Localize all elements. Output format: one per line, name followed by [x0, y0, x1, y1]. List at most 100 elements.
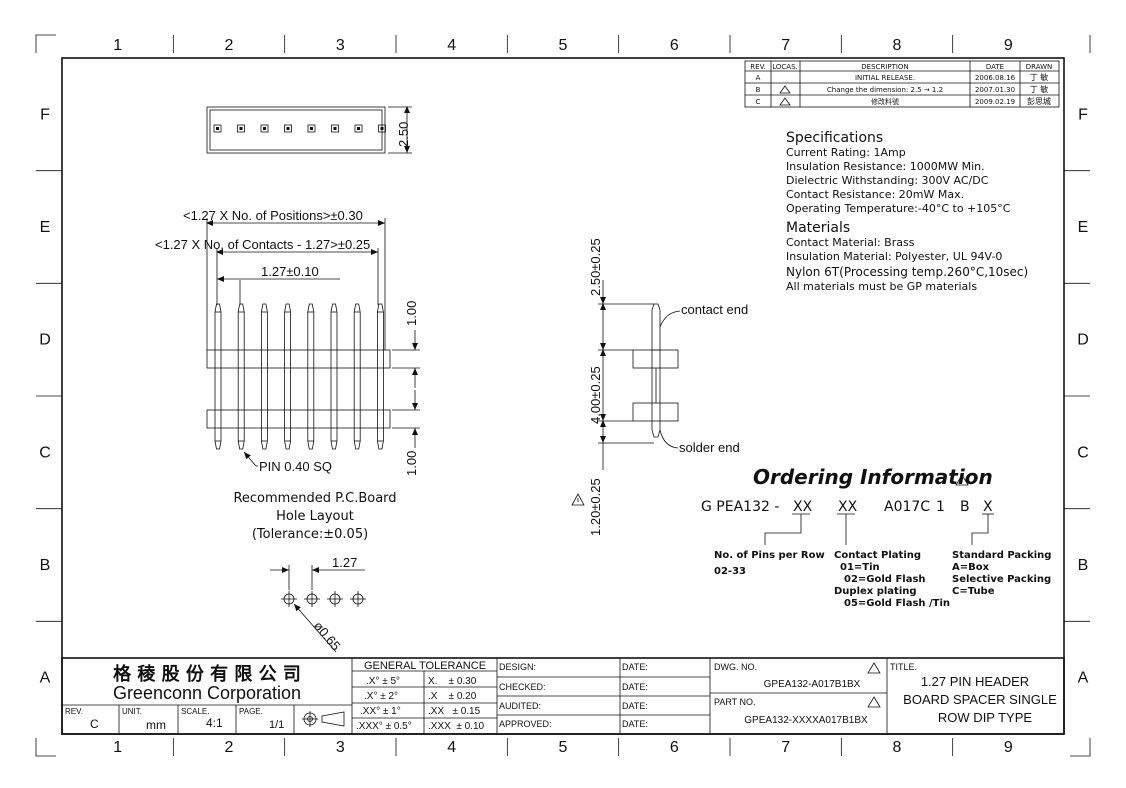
tol-angle-1: .X° ± 5° [366, 676, 400, 687]
column-label-bottom: 7 [781, 739, 790, 756]
pin-squares [213, 124, 386, 133]
order-code-pins: XX [793, 499, 813, 515]
order-packing-1: A=Box [952, 562, 990, 573]
rev-value: C [90, 717, 99, 731]
projection-symbol-icon [302, 711, 345, 727]
column-label-top: 1 [113, 37, 122, 54]
row-label-left: E [40, 219, 51, 236]
row-label-right: E [1078, 219, 1089, 236]
pin-square-core [310, 127, 313, 130]
dim-bottom-len: 1.00 [404, 451, 419, 476]
front-pin [353, 303, 361, 450]
front-pin [214, 303, 222, 450]
column-label-bottom: 4 [447, 739, 456, 756]
rev-row-c-drawn: 彭思城 [1027, 96, 1051, 106]
rev-header-locas: LOCAS. [772, 63, 798, 71]
pin-square-core [357, 127, 360, 130]
front-view: <1.27 X No. of Positions>±0.30 <1.27 X N… [155, 208, 420, 476]
materials-title: Materials [786, 220, 850, 236]
column-label-bottom: 1 [113, 739, 122, 756]
dwg-label: DWG. NO. [714, 662, 757, 672]
spec-line-4: Contact Resistance: 20mW Max. [786, 188, 964, 201]
column-label-bottom: 3 [336, 739, 345, 756]
tol-angle-2: .X° ± 2° [364, 691, 398, 702]
part-warning-icon [867, 696, 881, 708]
column-label-top: 9 [1004, 37, 1013, 54]
rev-row-c-date: 2009.02.19 [975, 98, 1015, 106]
order-code-plating: XX [838, 499, 858, 515]
column-label-bottom: 6 [670, 739, 679, 756]
date-2: DATE: [622, 682, 648, 692]
sheet-frame [35, 34, 1091, 757]
pin-square [213, 124, 222, 133]
row-label-right: F [1078, 106, 1088, 123]
title-label: TITLE. [890, 662, 917, 672]
row-label-left: C [39, 444, 51, 461]
rev-row-a-rev: A [756, 74, 761, 82]
ordering-warning-icon [955, 474, 969, 486]
column-label-bottom: 5 [559, 739, 568, 756]
hole-layout-line-2: Hole Layout [276, 509, 354, 524]
title-block: 格 稜 股 份 有 限 公 司 Greenconn Corporation RE… [61, 657, 1065, 735]
order-duplex-1: 05=Gold Flash /Tin [844, 598, 950, 609]
title-line-2: BOARD SPACER SINGLE [903, 692, 1057, 707]
holes [281, 591, 366, 607]
sign-approved: APPROVED: [499, 719, 552, 729]
column-label-top: 3 [336, 37, 345, 54]
pin-square-core [333, 127, 337, 130]
column-label-top: 6 [670, 37, 679, 54]
dim-hole-dia: ø0.65 [311, 618, 344, 653]
column-label-bottom: 9 [1004, 739, 1013, 756]
row-label-left: A [40, 670, 51, 687]
rev-row-a-date: 2006.08.16 [975, 74, 1016, 82]
order-code-row: 1 [936, 499, 945, 515]
column-label-top: 5 [559, 37, 568, 54]
pin-square [378, 124, 386, 133]
order-code-type: B [960, 499, 970, 515]
unit-label: UNIT. [122, 707, 142, 716]
tol-lin-3: .XX ± 0.15 [428, 706, 481, 717]
rev-label: REV. [65, 707, 83, 716]
order-code-series: A017C [884, 499, 930, 515]
front-pin [307, 303, 315, 450]
dwg-warning-icon [867, 662, 881, 674]
pin-square [284, 124, 292, 133]
company-cn: 格 稜 股 份 有 限 公 司 [113, 663, 301, 685]
side-warning-icon [571, 493, 585, 506]
rev-row-b-date: 2007.01.30 [975, 86, 1015, 94]
date-1: DATE: [622, 662, 648, 672]
rev-header-drawn: DRAWN [1026, 63, 1053, 71]
rev-c-warning-icon [779, 97, 791, 106]
rev-row-b-desc: Change the dimension: 2.5 → 1.2 [827, 86, 943, 94]
row-label-right: A [1078, 670, 1089, 687]
materials-line-1: Contact Material: Brass [786, 236, 915, 249]
dim-contacts: <1.27 X No. of Contacts - 1.27>±0.25 [155, 237, 370, 252]
unit-value: mm [146, 718, 166, 732]
front-pins [214, 303, 384, 450]
part-value: GPEA132-XXXXA017B1BX [744, 715, 868, 726]
rev-header-rev: REV. [750, 63, 765, 71]
materials-line-4: All materials must be GP materials [786, 280, 977, 293]
order-pins-range: 02-33 [714, 566, 746, 577]
order-duplex-title: Duplex plating [834, 586, 917, 597]
date-3: DATE: [622, 701, 648, 711]
pin-square [331, 124, 339, 133]
column-label-top: 4 [447, 37, 456, 54]
sign-audited: AUDITED: [499, 701, 541, 711]
spec-line-3: Dielectric Withstanding: 300V AC/DC [786, 174, 989, 187]
revision-table: REV. LOCAS. DESCRIPTION DATE DRAWN A INI… [744, 60, 1060, 108]
spec-line-1: Current Rating: 1Amp [786, 146, 906, 159]
column-label-top: 2 [225, 37, 234, 54]
row-label-right: B [1078, 557, 1089, 574]
row-label-right: D [1077, 332, 1089, 349]
part-label: PART NO. [714, 697, 756, 707]
title-line-3: ROW DIP TYPE [938, 710, 1032, 725]
tol-angle-4: .XXX° ± 0.5° [356, 721, 412, 732]
dim-hole-pitch: 1.27 [332, 555, 357, 570]
hole-layout: 1.27 ø0.65 [270, 555, 366, 653]
pin-square-core [263, 127, 266, 130]
row-label-left: B [40, 557, 51, 574]
order-code-pack: X [983, 499, 993, 515]
